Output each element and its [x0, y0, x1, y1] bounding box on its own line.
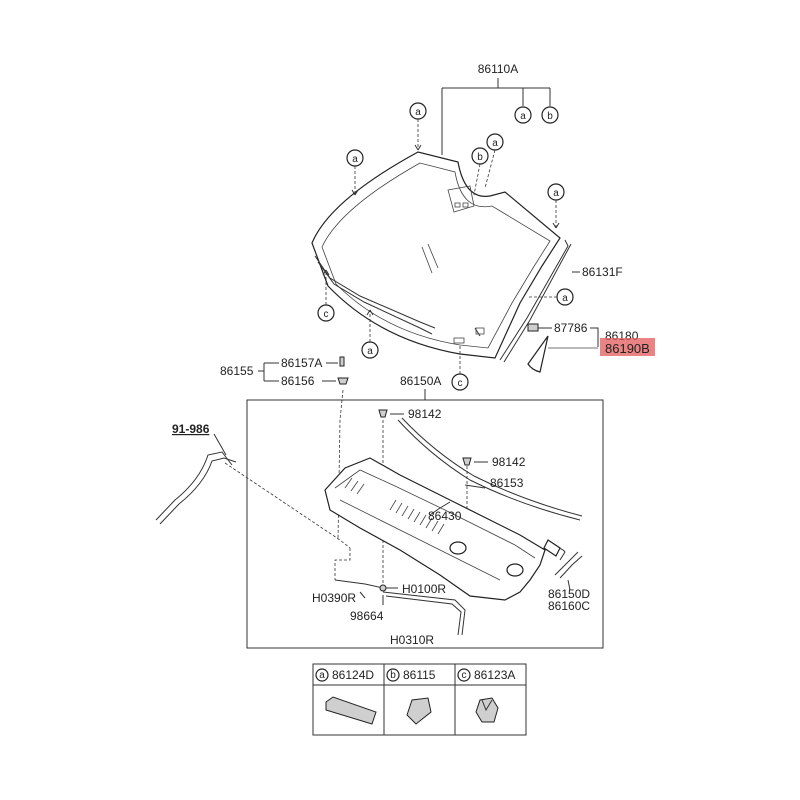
hose-group: H0100R H0390R 98664 H0310R [312, 579, 466, 647]
svg-text:86123A: 86123A [474, 668, 515, 682]
cowl-top-cover: 86430 [324, 457, 566, 601]
pad-icon [406, 697, 432, 725]
callout-b: b [477, 152, 483, 163]
label-87786: 87786 [554, 321, 588, 335]
callout-a: a [562, 293, 568, 304]
callout-a: a [367, 346, 373, 357]
legend-table: a 86124D b 86115 c 86123A [312, 663, 527, 736]
grommet-group: 86155 86157A 86156 [220, 356, 349, 388]
label-86160C: 86160C [548, 599, 590, 613]
label-91-986: 91-986 [172, 422, 210, 436]
mirror-cover-group: 87786 86180 86190B [527, 321, 655, 373]
callout-a: a [492, 138, 498, 149]
callout-a: a [553, 188, 559, 199]
label-86110A-group: 86110A a b [441, 62, 559, 155]
callout-b: b [547, 111, 553, 122]
label-86131F: 86131F [582, 265, 623, 279]
screw-98142-b: 98142 [462, 455, 526, 469]
glass-callouts: a a a b a c a c a [317, 102, 574, 391]
washer-hose-group: 91-986 [155, 422, 351, 549]
svg-text:86124D: 86124D [332, 668, 374, 682]
part-86150D-group: 86150D 86160C [548, 551, 590, 613]
label-H0390R: H0390R [312, 591, 356, 605]
svg-text:86115: 86115 [403, 668, 436, 682]
label-86157A: 86157A [281, 356, 322, 370]
legend-item-c: c 86123A [457, 668, 515, 723]
legend-item-b: b 86115 [386, 668, 436, 725]
callout-a-circle [514, 106, 532, 124]
svg-text:98142: 98142 [408, 407, 442, 421]
label-86150A: 86150A [400, 374, 441, 388]
screw-98142-a: 98142 [378, 407, 442, 421]
label-86155: 86155 [220, 364, 254, 378]
moulding-strip-icon [325, 696, 377, 725]
label-86430: 86430 [428, 509, 462, 523]
callout-c: c [324, 309, 329, 320]
clip-icon [475, 697, 499, 723]
svg-text:98142: 98142 [492, 455, 526, 469]
svg-text:c: c [462, 670, 467, 681]
callout-b-circle [541, 106, 559, 124]
callout-c: c [458, 378, 463, 389]
callout-a: a [415, 107, 421, 118]
label-86150D: 86150D [548, 587, 590, 601]
callout-a: a [352, 154, 358, 165]
cowl-assy-box [246, 399, 604, 649]
callout-a: a [520, 111, 526, 122]
label-H0100R: H0100R [402, 582, 446, 596]
label-98664: 98664 [350, 609, 384, 623]
label-H0310R: H0310R [390, 633, 434, 647]
svg-text:a: a [319, 670, 325, 681]
highlight-86190B [600, 338, 655, 356]
washer-hose-86153: 86153 [397, 417, 583, 521]
label-86153: 86153 [490, 476, 524, 490]
legend-item-a: a 86124D [315, 668, 377, 725]
label-86110A: 86110A [478, 62, 518, 76]
label-86131F-group: 86131F [572, 265, 623, 279]
svg-text:b: b [390, 670, 396, 681]
label-86156: 86156 [281, 374, 315, 388]
side-moulding [499, 239, 572, 363]
label-86190B: 86190B [605, 341, 650, 356]
windshield-glass [311, 151, 561, 359]
